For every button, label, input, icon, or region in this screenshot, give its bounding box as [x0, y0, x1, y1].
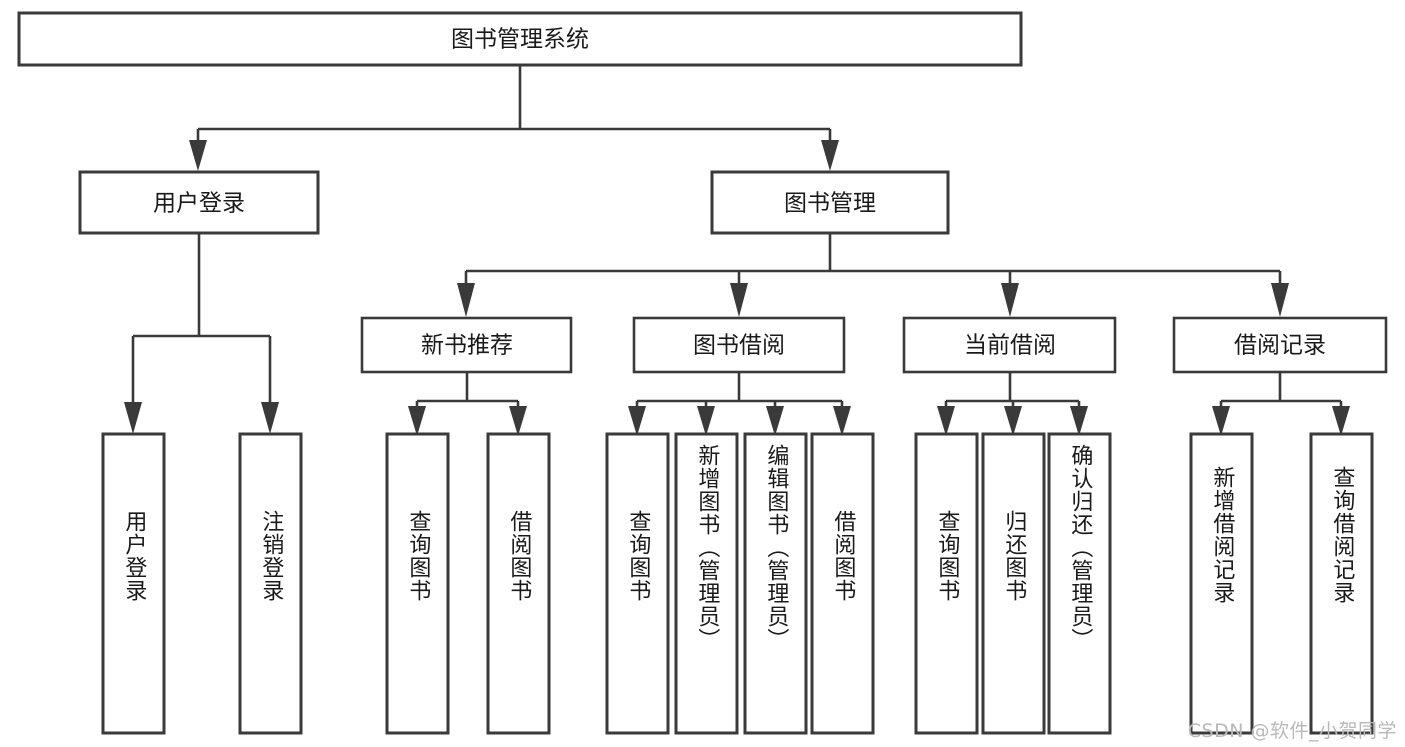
node-new-book-recommend[interactable]: 新书推荐 — [360, 316, 573, 374]
arrow-head-to-book-manage — [821, 140, 839, 171]
current-borrow-label: 当前借阅 — [964, 333, 1056, 359]
leaf-box-current-borrow-2[interactable] — [1047, 432, 1112, 735]
leaf-box-new-book-1[interactable] — [486, 432, 551, 735]
book-borrow-box[interactable] — [632, 316, 846, 374]
new-book-recommend-box[interactable] — [360, 316, 573, 374]
node-user-login[interactable]: 用户登录 — [78, 170, 320, 235]
arrow-head-to-current-borrow — [1001, 283, 1019, 317]
leaf-box-borrow-record-0[interactable] — [1189, 432, 1254, 735]
leaf-box-user-login-0[interactable] — [101, 432, 166, 735]
node-current-borrow[interactable]: 当前借阅 — [902, 316, 1117, 374]
arrow-head-to-new-book — [457, 283, 475, 317]
leaf-box-current-borrow-1[interactable] — [981, 432, 1046, 735]
arrow-head-leaf-current-borrow-1 — [1004, 406, 1022, 436]
arrow-head-leaf-current-borrow-0 — [937, 406, 955, 436]
user-login-label: 用户登录 — [153, 191, 245, 217]
csdn-watermark: CSDN @软件_小贺同学 — [1187, 720, 1397, 742]
leaf-box-user-login-1[interactable] — [238, 432, 303, 735]
leaf-box-book-borrow-1[interactable] — [674, 432, 739, 735]
arrow-head-leaf-book-borrow-3 — [833, 406, 851, 436]
arrow-head-leaf-user-login-0 — [124, 402, 142, 434]
leaf-box-new-book-0[interactable] — [385, 432, 450, 735]
arrow-head-leaf-book-borrow-0 — [628, 406, 646, 436]
leaf-box-book-borrow-2[interactable] — [743, 432, 808, 735]
arrow-head-leaf-book-borrow-1 — [697, 406, 715, 436]
arrow-head-leaf-borrow-record-0 — [1212, 406, 1230, 436]
arrow-head-leaf-new-book-1 — [509, 406, 527, 436]
borrow-record-label: 借阅记录 — [1234, 333, 1326, 359]
root-box[interactable] — [17, 11, 1023, 67]
book-manage-box[interactable] — [710, 170, 950, 235]
leaf-box-book-borrow-0[interactable] — [605, 432, 670, 735]
new-book-recommend-label: 新书推荐 — [421, 333, 513, 359]
arrow-head-to-user-login — [189, 140, 207, 171]
arrow-head-leaf-user-login-1 — [261, 402, 279, 434]
arrow-head-leaf-borrow-record-1 — [1332, 406, 1350, 436]
borrow-record-box[interactable] — [1172, 316, 1388, 374]
node-book-manage[interactable]: 图书管理 — [710, 170, 950, 235]
node-borrow-record[interactable]: 借阅记录 — [1172, 316, 1388, 374]
arrow-head-to-borrow-record — [1271, 283, 1289, 317]
leaf-box-borrow-record-1[interactable] — [1309, 432, 1374, 735]
leaf-box-current-borrow-0[interactable] — [914, 432, 979, 735]
root-label: 图书管理系统 — [451, 27, 589, 53]
arrow-head-to-book-borrow — [730, 283, 748, 317]
book-borrow-label: 图书借阅 — [693, 333, 785, 359]
arrow-head-leaf-book-borrow-2 — [766, 406, 784, 436]
book-manage-label: 图书管理 — [784, 191, 876, 217]
arrow-head-leaf-new-book-0 — [408, 406, 426, 436]
node-book-borrow[interactable]: 图书借阅 — [632, 316, 846, 374]
node-root[interactable]: 图书管理系统 — [17, 11, 1023, 67]
arrow-head-leaf-current-borrow-2 — [1070, 406, 1088, 436]
current-borrow-box[interactable] — [902, 316, 1117, 374]
leaf-box-book-borrow-3[interactable] — [810, 432, 875, 735]
